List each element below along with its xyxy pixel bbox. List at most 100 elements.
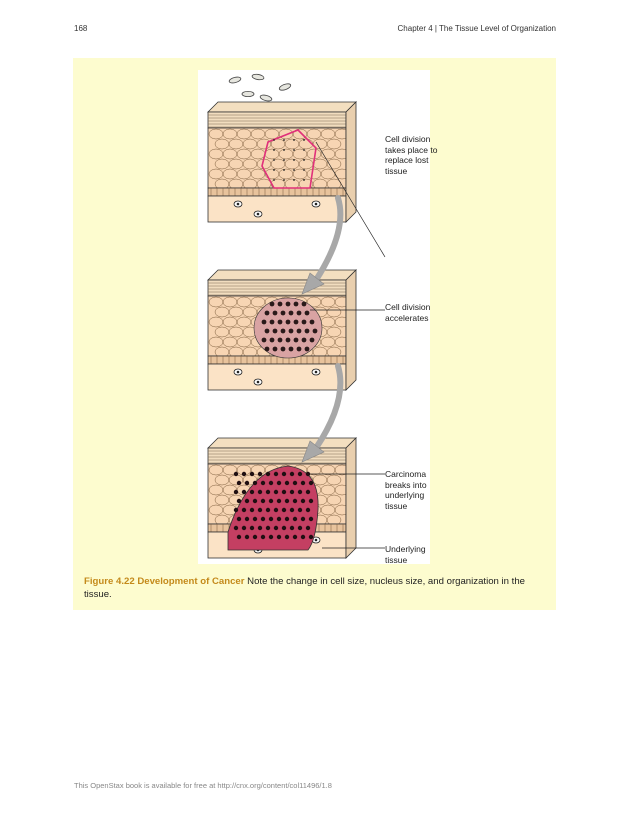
- block-2-nucleus-dot: [314, 370, 318, 374]
- block-2-top: [207, 269, 357, 281]
- block-1-cell: [326, 158, 342, 170]
- shed-cell-4: [259, 94, 273, 102]
- carcinoma-cell-nucleus: [273, 507, 279, 513]
- carcinoma-cell-nucleus: [252, 480, 258, 486]
- replacing-cell-nucleus: [293, 169, 295, 171]
- carcinoma-cell-nucleus: [257, 471, 263, 477]
- callout-carcinoma: Carcinoma breaks into underlying tissue: [385, 469, 427, 511]
- replacing-cell-nucleus: [303, 179, 305, 181]
- carcinoma-cell-nucleus: [249, 525, 255, 531]
- accelerating-cell-nucleus: [269, 319, 275, 325]
- replacing-cell-nucleus: [293, 179, 295, 181]
- accelerating-cell-nucleus: [288, 346, 294, 352]
- carcinoma-cell-nucleus: [236, 498, 242, 504]
- footer-note: This OpenStax book is available for free…: [74, 781, 332, 790]
- replacing-cell-nucleus: [283, 179, 285, 181]
- block-2-nucleus-dot: [236, 370, 240, 374]
- carcinoma-cell-nucleus: [268, 498, 274, 504]
- shed-cell-1: [251, 73, 265, 81]
- carcinoma-cell-nucleus: [292, 480, 298, 486]
- callout-underlying-tissue: Underlying tissue: [385, 544, 426, 565]
- block-1-top: [207, 101, 357, 113]
- accelerating-cell-nucleus: [272, 310, 278, 316]
- carcinoma-cell-nucleus: [284, 480, 290, 486]
- carcinoma-cell-nucleus: [249, 507, 255, 513]
- replacing-cell-nucleus: [293, 149, 295, 151]
- replacing-cell-nucleus: [283, 149, 285, 151]
- accelerating-cell-nucleus: [296, 346, 302, 352]
- accelerating-cell-nucleus: [272, 328, 278, 334]
- carcinoma-cell-nucleus: [281, 507, 287, 513]
- carcinoma-cell-nucleus: [305, 507, 311, 513]
- carcinoma-cell-nucleus: [292, 516, 298, 522]
- carcinoma-cell-nucleus: [300, 480, 306, 486]
- accelerating-cell-nucleus: [309, 337, 315, 343]
- carcinoma-cell-nucleus: [268, 516, 274, 522]
- carcinoma-cell-nucleus: [284, 516, 290, 522]
- block-3-top: [207, 437, 357, 449]
- block-1-keratin: [207, 111, 347, 129]
- carcinoma-cell-nucleus: [249, 489, 255, 495]
- carcinoma-cell-nucleus: [308, 480, 314, 486]
- replacing-cell-cluster: [261, 129, 317, 189]
- carcinoma-cell-nucleus: [260, 516, 266, 522]
- carcinoma-cell-nucleus: [300, 516, 306, 522]
- block-3-keratin: [207, 447, 347, 465]
- carcinoma-cell-nucleus: [233, 471, 239, 477]
- carcinoma-cell-nucleus: [289, 525, 295, 531]
- carcinoma-cell-nucleus: [260, 534, 266, 540]
- carcinoma-cell-nucleus: [276, 516, 282, 522]
- carcinoma-cell-nucleus: [276, 498, 282, 504]
- carcinoma-cell-nucleus: [276, 534, 282, 540]
- carcinoma-cell-nucleus: [289, 471, 295, 477]
- caption-text: Note the change in cell size, nucleus si…: [84, 576, 526, 600]
- accelerating-cell-nucleus: [269, 301, 275, 307]
- block-1-cell: [326, 138, 342, 150]
- carcinoma-cell-nucleus: [257, 489, 263, 495]
- carcinoma-cell-nucleus: [241, 525, 247, 531]
- carcinoma-cell-nucleus: [236, 480, 242, 486]
- carcinoma-cell-nucleus: [265, 507, 271, 513]
- accelerating-cell-nucleus: [280, 328, 286, 334]
- accelerating-cell-nucleus: [285, 337, 291, 343]
- carcinoma-cell-nucleus: [268, 534, 274, 540]
- accelerating-cell-nucleus: [285, 301, 291, 307]
- carcinoma-cell-nucleus: [281, 471, 287, 477]
- carcinoma-cell-nucleus: [236, 534, 242, 540]
- replacing-cell-nucleus: [293, 159, 295, 161]
- carcinoma-cell-nucleus: [236, 516, 242, 522]
- carcinoma-cell-nucleus: [292, 498, 298, 504]
- callout-cell-division-accelerates: Cell division accelerates: [385, 302, 431, 323]
- carcinoma-cell-nucleus: [244, 498, 250, 504]
- block-2-cell: [326, 326, 342, 338]
- accelerating-cell-nucleus: [304, 346, 310, 352]
- carcinoma-cell-nucleus: [289, 507, 295, 513]
- shed-cell-0: [228, 76, 242, 84]
- replacing-cell-nucleus: [273, 139, 275, 141]
- carcinoma-cell-nucleus: [308, 516, 314, 522]
- replacing-cell-nucleus: [293, 139, 295, 141]
- accelerating-cell-nucleus: [280, 346, 286, 352]
- carcinoma-cell-nucleus: [276, 480, 282, 486]
- carcinoma-cell-nucleus: [297, 507, 303, 513]
- shed-cell-3: [241, 90, 255, 97]
- block-3-nucleus-dot: [314, 538, 318, 542]
- accelerating-cell-nucleus: [261, 337, 267, 343]
- carcinoma-cell-nucleus: [273, 525, 279, 531]
- carcinoma-cell-nucleus: [241, 489, 247, 495]
- carcinoma-cell-nucleus: [249, 471, 255, 477]
- block-1-side: [345, 101, 357, 223]
- replacing-cell-nucleus: [303, 139, 305, 141]
- callout-cell-division-replace: Cell division takes place to replace los…: [385, 134, 438, 176]
- chapter-title: Chapter 4 | The Tissue Level of Organiza…: [397, 24, 556, 33]
- carcinoma-cell-nucleus: [241, 507, 247, 513]
- carcinoma-cell-nucleus: [297, 525, 303, 531]
- block-1-nucleus-dot: [256, 212, 260, 216]
- carcinoma-cell-nucleus: [292, 534, 298, 540]
- carcinoma-cell-nucleus: [244, 516, 250, 522]
- block-2-nucleus-dot: [256, 380, 260, 384]
- arrow-2-head: [301, 440, 325, 463]
- block-2-keratin: [207, 279, 347, 297]
- accelerating-cell-nucleus: [285, 319, 291, 325]
- accelerating-cell-nucleus: [261, 319, 267, 325]
